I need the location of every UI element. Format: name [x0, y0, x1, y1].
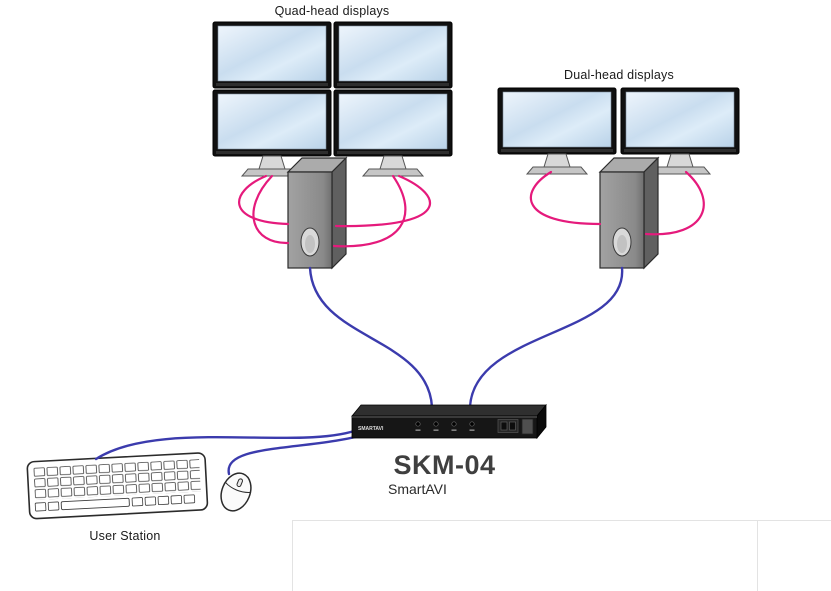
device-brand-label: SmartAVI [388, 481, 447, 497]
video-cable [529, 170, 602, 226]
divider-line [292, 520, 831, 521]
monitor-stand-icon [649, 153, 711, 175]
monitor-stand-icon [362, 155, 424, 177]
switch-panel-logo: SMARTAVI [358, 426, 384, 432]
mouse-icon [220, 472, 252, 512]
video-cable [334, 174, 432, 228]
kvm-cable-tower-quad [308, 266, 434, 409]
keyboard-keys [33, 458, 201, 501]
monitor-icon [620, 87, 740, 155]
monitor-icon [497, 87, 617, 155]
monitor-stand-icon [526, 153, 588, 175]
scroll-wheel [236, 478, 243, 488]
divider-line [292, 520, 293, 591]
divider-line [757, 520, 758, 591]
computer-tower-quad [287, 157, 347, 269]
user-station-label: User Station [89, 529, 161, 543]
kvm-switch: SMARTAVI [351, 403, 547, 440]
video-cable [644, 170, 705, 236]
monitor-icon [212, 21, 332, 89]
monitor-icon [333, 21, 453, 89]
spacebar [60, 497, 130, 511]
kvm-cable-mouse [227, 430, 376, 476]
monitor-icon [333, 89, 453, 157]
device-model-label: SKM-04 [393, 450, 496, 480]
kvm-cable-tower-dual [468, 266, 624, 409]
keyboard-icon [26, 452, 209, 520]
kvm-cable-keyboard [94, 427, 362, 461]
computer-tower-dual [599, 157, 659, 269]
video-cable [252, 174, 290, 245]
switch-ports [497, 418, 534, 435]
video-cable [332, 174, 407, 248]
video-cable [238, 174, 290, 226]
dual-displays-label: Dual-head displays [564, 68, 674, 82]
monitor-icon [212, 89, 332, 157]
quad-displays-label: Quad-head displays [274, 4, 390, 18]
switch-buttons [415, 421, 475, 431]
quad-head-displays [212, 21, 453, 177]
